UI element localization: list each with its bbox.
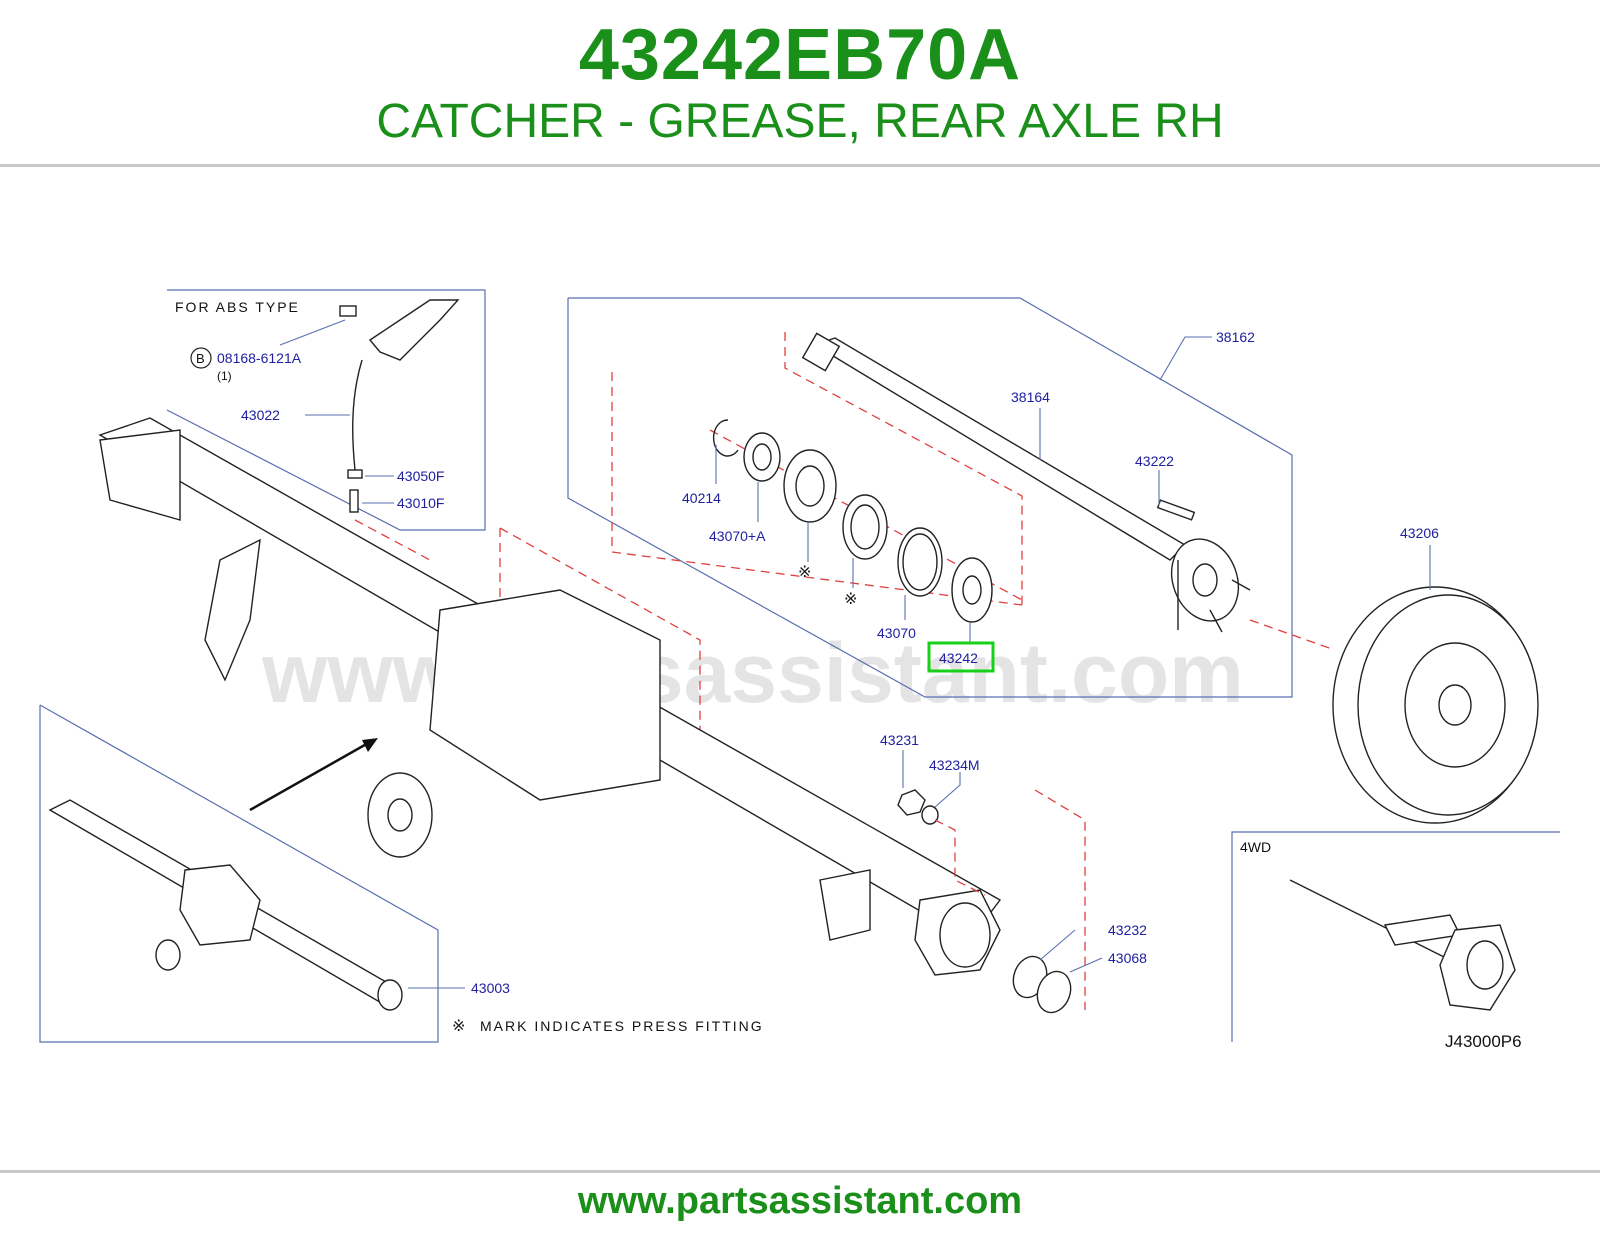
oil-seal-inner <box>902 533 938 591</box>
4wd-detail-box <box>1231 831 1560 1042</box>
label-38162[interactable]: 38162 <box>1216 329 1255 345</box>
diagram-code: J43000P6 <box>1445 1032 1522 1051</box>
highlight-43242 <box>927 641 995 673</box>
leader-43232 <box>1039 929 1076 961</box>
seal-dash-1 <box>1034 789 1086 1010</box>
overview-differential <box>179 864 261 946</box>
label-43022[interactable]: 43022 <box>241 407 280 423</box>
snap-ring <box>712 419 739 457</box>
label-43003[interactable]: 43003 <box>471 980 510 996</box>
grease-catcher-bore <box>962 575 982 605</box>
label-40214[interactable]: 40214 <box>682 490 721 506</box>
bolt-symbol-letter: B <box>196 351 205 366</box>
spring-seat-right <box>819 869 871 941</box>
wheel-stud-2 <box>1209 609 1223 633</box>
shaft-dash-outline <box>784 332 1023 605</box>
leader-43234M <box>934 772 961 808</box>
drum-dash-line <box>1249 619 1336 651</box>
press-fit-mark-1: ※ <box>798 564 811 581</box>
housing-end-bore <box>939 902 991 968</box>
bolt-symbol-circle <box>190 347 212 369</box>
overview-box <box>39 704 439 1043</box>
4wd-spring-seat <box>1383 914 1462 946</box>
direction-arrow-head <box>362 738 378 752</box>
leader-08168 <box>279 319 346 346</box>
bearing-retainer-bore <box>850 504 880 550</box>
spring-seat-left <box>204 538 261 682</box>
seal-dash-2 <box>934 819 986 896</box>
overview-pinion-flange <box>155 939 181 971</box>
press-mark-note: MARK INDICATES PRESS FITTING <box>480 1018 764 1034</box>
shaft-flange-hub <box>1192 563 1218 597</box>
shaft-spline <box>801 332 841 372</box>
hub-bolt <box>1156 499 1196 521</box>
housing-end-left <box>99 429 181 521</box>
differential-carrier <box>429 589 661 801</box>
inner-collar-bore <box>752 443 772 471</box>
leader-43068 <box>1069 957 1103 973</box>
press-mark-note-symbol: ※ <box>452 1018 465 1035</box>
4wd-axle-tube <box>1289 879 1451 961</box>
footer-divider <box>0 1170 1600 1173</box>
footer-url[interactable]: www.partsassistant.com <box>577 1180 1023 1222</box>
label-43068[interactable]: 43068 <box>1108 950 1147 966</box>
4wd-housing-bore <box>1466 940 1504 990</box>
label-43050F[interactable]: 43050F <box>397 468 444 484</box>
label-43206[interactable]: 43206 <box>1400 525 1439 541</box>
watermark-text: www.partsassistant.com <box>261 626 1244 720</box>
overview-end-flange <box>377 979 403 1011</box>
label-38164[interactable]: 38164 <box>1011 389 1050 405</box>
press-fit-mark-2: ※ <box>844 591 857 608</box>
abs-connector <box>349 489 359 513</box>
wheel-stud-3 <box>1231 579 1251 591</box>
label-43234M[interactable]: 43234M <box>929 757 980 773</box>
abs-box-title: FOR ABS TYPE <box>175 299 300 315</box>
leader-38162 <box>1159 336 1212 381</box>
abs-detail-box <box>166 289 486 531</box>
wheel-bearing-bore <box>795 465 825 507</box>
label-08168-6121A[interactable]: 08168-6121A <box>217 350 302 366</box>
washer-43234M <box>921 805 939 825</box>
direction-arrow <box>249 740 371 812</box>
axle-shaft-detail-box <box>567 297 1293 698</box>
housing-dash-2 <box>499 527 701 770</box>
seal-43068 <box>1036 970 1072 1014</box>
brake-drum-center <box>1438 684 1472 726</box>
label-43010F[interactable]: 43010F <box>397 495 444 511</box>
abs-bolt <box>339 305 357 317</box>
header-divider <box>0 164 1600 167</box>
4wd-box-title: 4WD <box>1240 839 1271 855</box>
part-number-title: 43242EB70A <box>578 15 1022 95</box>
label-43070-A[interactable]: 43070+A <box>709 528 766 544</box>
label-43070[interactable]: 43070 <box>877 625 916 641</box>
label-43242[interactable]: 43242 <box>939 650 978 666</box>
abs-sensor-bracket <box>368 299 460 361</box>
abs-sensor-wire <box>352 359 363 471</box>
label-43222[interactable]: 43222 <box>1135 453 1174 469</box>
bolt-quantity: (1) <box>217 369 232 383</box>
pinion-flange-center <box>387 798 413 832</box>
label-43231[interactable]: 43231 <box>880 732 919 748</box>
label-43232[interactable]: 43232 <box>1108 922 1147 938</box>
bearing-dash-outline <box>611 372 1023 606</box>
nut-43231 <box>897 789 926 816</box>
part-description-title: CATCHER - GREASE, REAR AXLE RH <box>376 95 1224 148</box>
abs-clip <box>347 469 363 479</box>
